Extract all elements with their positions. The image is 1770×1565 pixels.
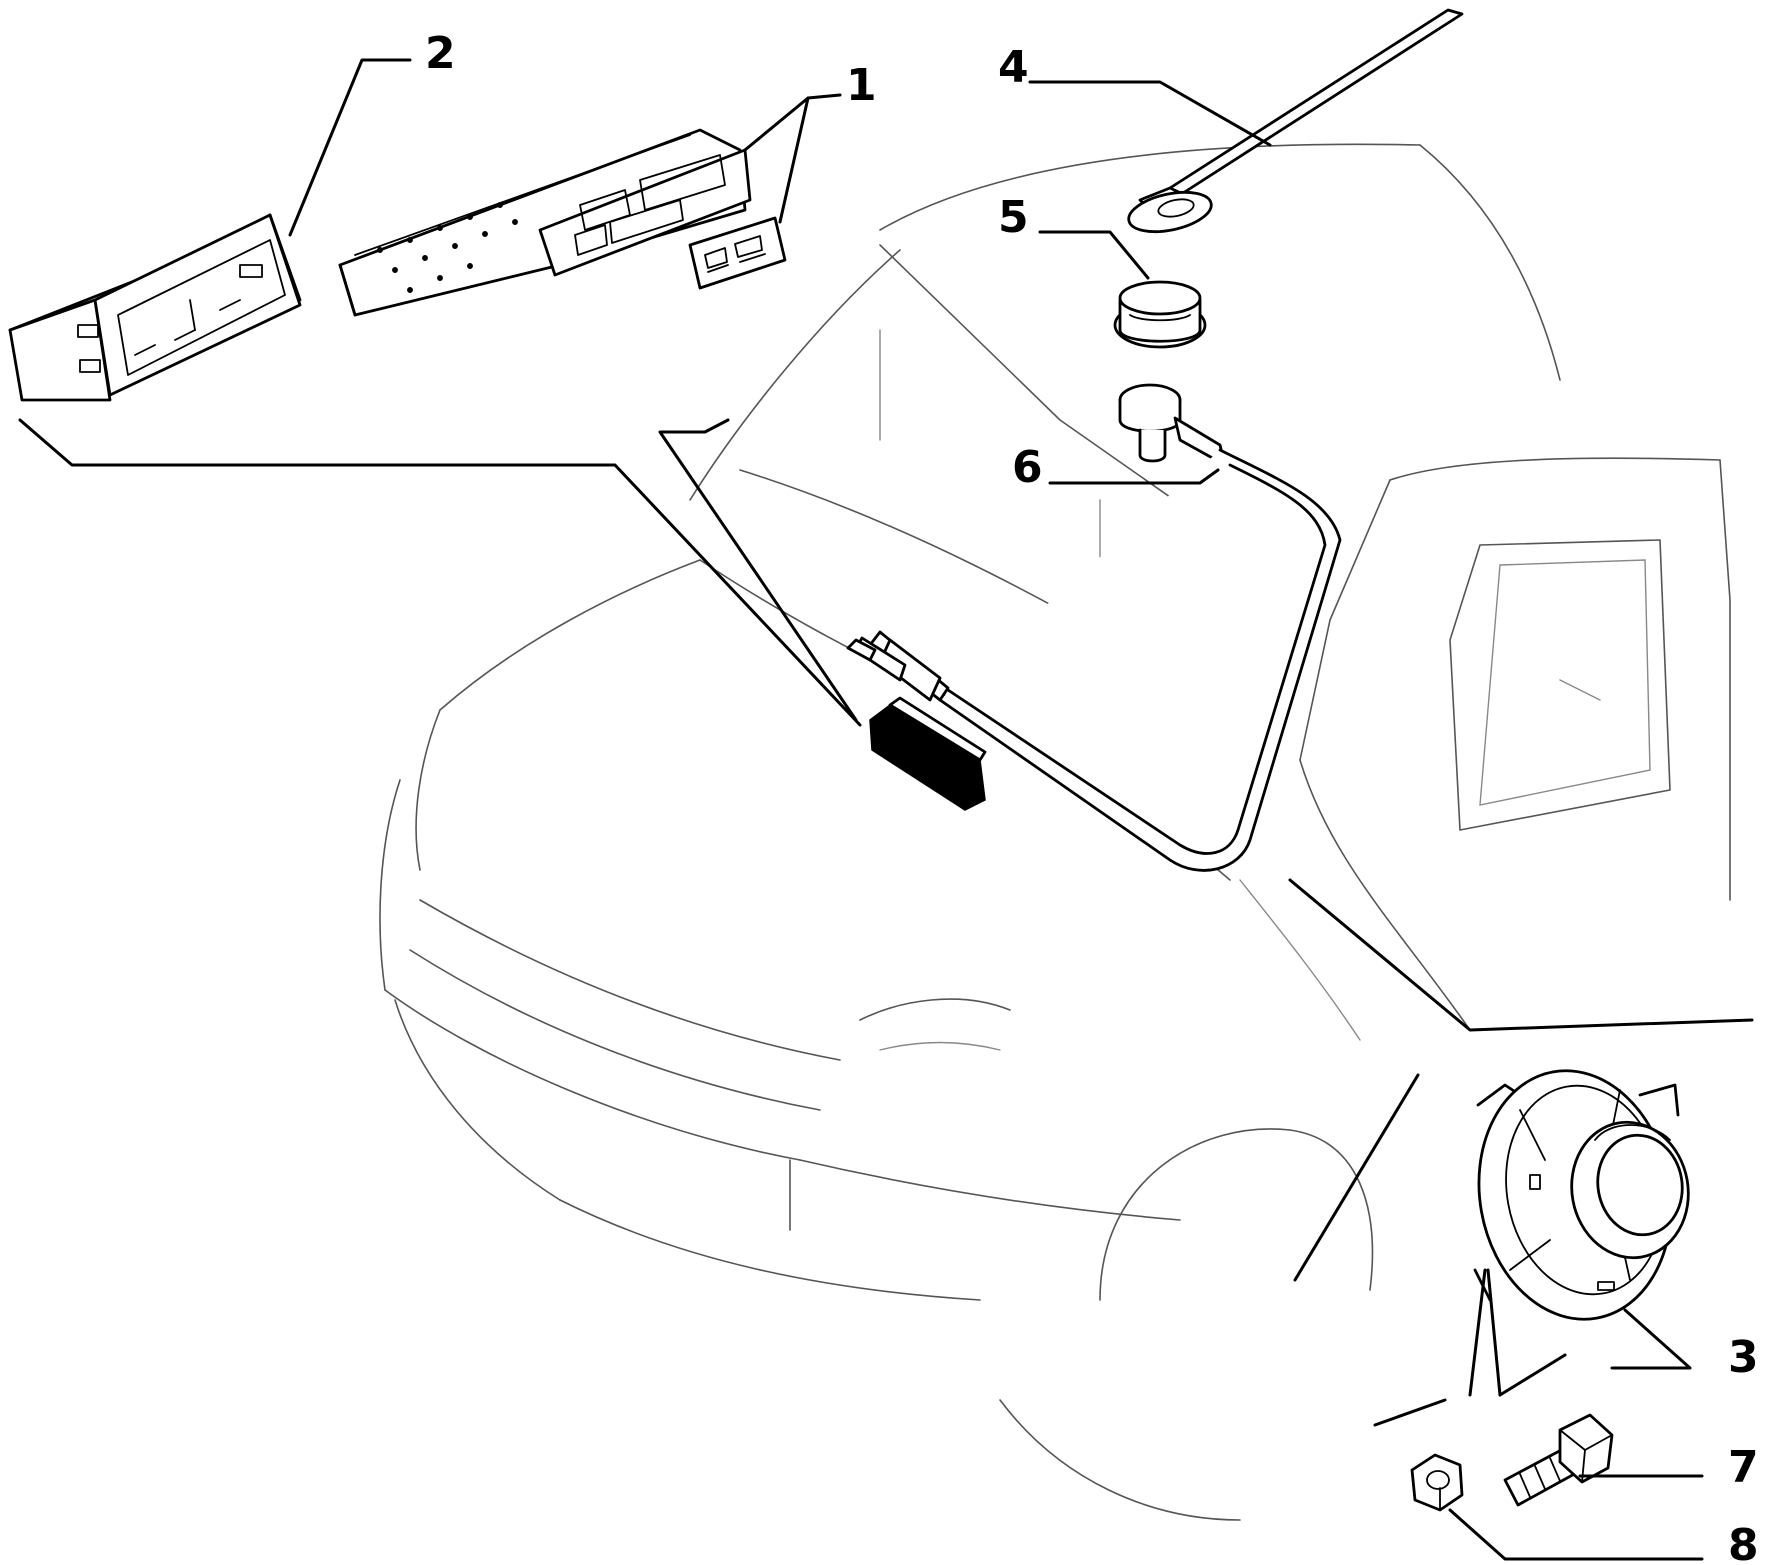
- leader-6: [1048, 468, 1220, 485]
- leader-fastener-a: [1468, 1268, 1487, 1397]
- leader-8: [1448, 1508, 1704, 1561]
- leader-1: [743, 93, 842, 152]
- leader-radio-position-b: [658, 418, 858, 722]
- callout-5: 5: [998, 192, 1029, 243]
- loudspeaker: [1473, 1069, 1690, 1321]
- vehicle-outline: [379, 143, 1751, 1521]
- antenna-mast: [1127, 8, 1464, 234]
- callouts: 2 1 4 5 6 3 7 8: [425, 28, 1759, 1565]
- leader-3: [1610, 1308, 1692, 1370]
- leader-speaker-position: [1288, 878, 1754, 1032]
- callout-3: 3: [1728, 1332, 1759, 1383]
- radio-connector: [869, 696, 987, 811]
- nut: [1410, 1453, 1464, 1512]
- radio-mounting-frame: [8, 213, 302, 402]
- bolt: [1503, 1413, 1614, 1507]
- antenna-base-seal: [1113, 280, 1207, 349]
- leader-speaker-position-b: [1293, 1073, 1420, 1282]
- callout-1: 1: [846, 60, 877, 111]
- leader-lines: [18, 58, 1754, 1561]
- callout-2: 2: [425, 28, 456, 79]
- leader-5: [1038, 230, 1150, 280]
- leader-fastener-d: [1498, 1353, 1567, 1397]
- leader-2: [288, 58, 412, 237]
- leader-radio-position: [18, 418, 862, 727]
- leader-4: [1028, 80, 1272, 147]
- callout-8: 8: [1728, 1520, 1759, 1565]
- callout-4: 4: [998, 42, 1029, 93]
- leader-1b: [778, 96, 810, 224]
- leader-fastener-b: [1486, 1268, 1502, 1397]
- antenna-cable: [846, 383, 1342, 872]
- callout-6: 6: [1012, 442, 1043, 493]
- callout-7: 7: [1728, 1442, 1759, 1493]
- radio-unit: [338, 128, 752, 317]
- radio-control-panel: [688, 216, 787, 290]
- grille-dots: [377, 202, 518, 293]
- leader-fastener-c: [1373, 1398, 1447, 1427]
